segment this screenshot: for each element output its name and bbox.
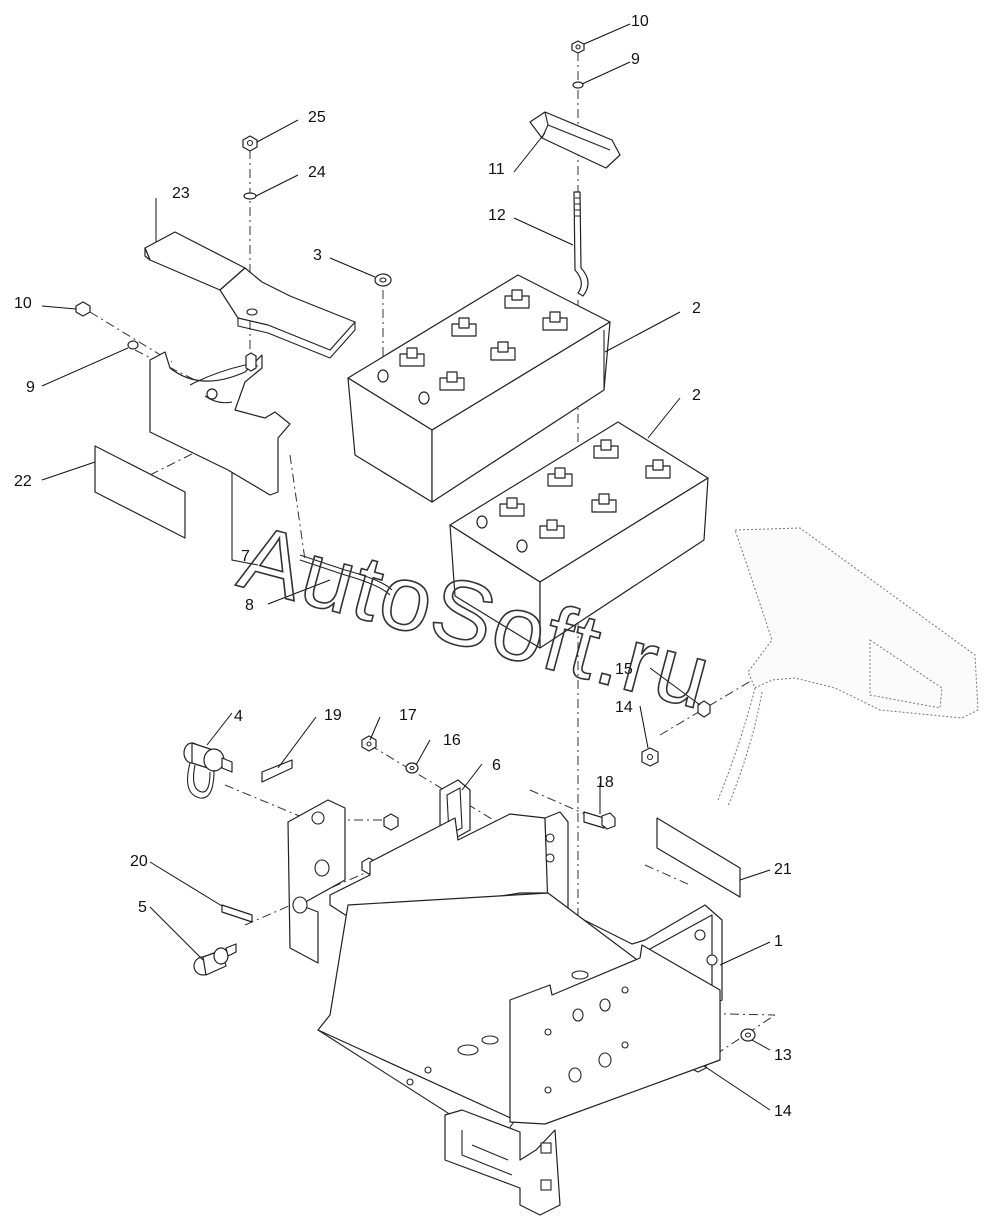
callout-5: 5 [138,899,147,916]
switch-5 [193,943,237,976]
callout-25: 25 [308,109,326,126]
callout-14-lower: 14 [774,1103,792,1120]
callout-24: 24 [308,164,326,181]
decal-21 [656,817,741,898]
callout-16: 16 [443,732,461,749]
callout-17: 17 [399,707,417,724]
bolt-15 [697,700,711,718]
nut-10-left [75,301,91,317]
bolt-18 [583,811,616,830]
callout-10-left: 10 [14,295,32,312]
washer-16 [405,762,419,774]
callout-15: 15 [615,661,633,678]
callout-6: 6 [492,757,501,774]
decal-20 [221,904,253,923]
battery-switch-4 [183,742,233,799]
callout-1: 1 [774,933,783,950]
washer-13 [740,1028,756,1042]
callout-11: 11 [488,161,505,178]
callout-21: 21 [774,861,792,878]
washer-9-top [572,81,584,89]
callout-13: 13 [774,1047,792,1064]
callout-2-upper: 2 [692,300,701,317]
callout-12: 12 [488,207,506,224]
hold-down-bracket-23 [144,231,356,359]
nut-10-top [571,40,585,54]
washer-3 [374,273,392,287]
washer-24 [243,192,257,200]
battery-2-lower [449,421,709,649]
callout-10-top: 10 [631,13,649,30]
callout-9-top: 9 [631,51,640,68]
callout-8: 8 [245,597,254,614]
callout-20: 20 [130,853,148,870]
callout-4: 4 [234,708,243,725]
callout-14-upper: 14 [615,699,633,716]
callout-9-left: 9 [26,379,35,396]
nut-25 [242,135,258,152]
callout-labels: 10 9 11 12 25 24 23 3 2 2 10 9 22 7 8 15… [14,13,792,1120]
clamp-bar-11 [529,111,621,169]
battery-box-1 [287,799,723,1216]
callout-23: 23 [172,185,190,202]
washer-9-left [127,340,139,350]
nut-14-upper [641,747,659,767]
callout-18: 18 [596,774,614,791]
callout-leaders [41,23,771,1111]
j-bolt-12 [573,191,589,297]
battery-2-upper [347,274,611,503]
decal-19 [261,759,293,783]
callout-2-lower: 2 [692,387,701,404]
cable-8 [299,554,393,596]
nut-17 [361,735,377,752]
reference-panel-outline [717,527,979,807]
decal-22 [94,445,186,539]
callout-3: 3 [313,247,322,264]
callout-19: 19 [324,707,342,724]
callout-7: 7 [241,548,250,565]
callout-22: 22 [14,473,32,490]
shield-plate-7 [149,351,291,566]
